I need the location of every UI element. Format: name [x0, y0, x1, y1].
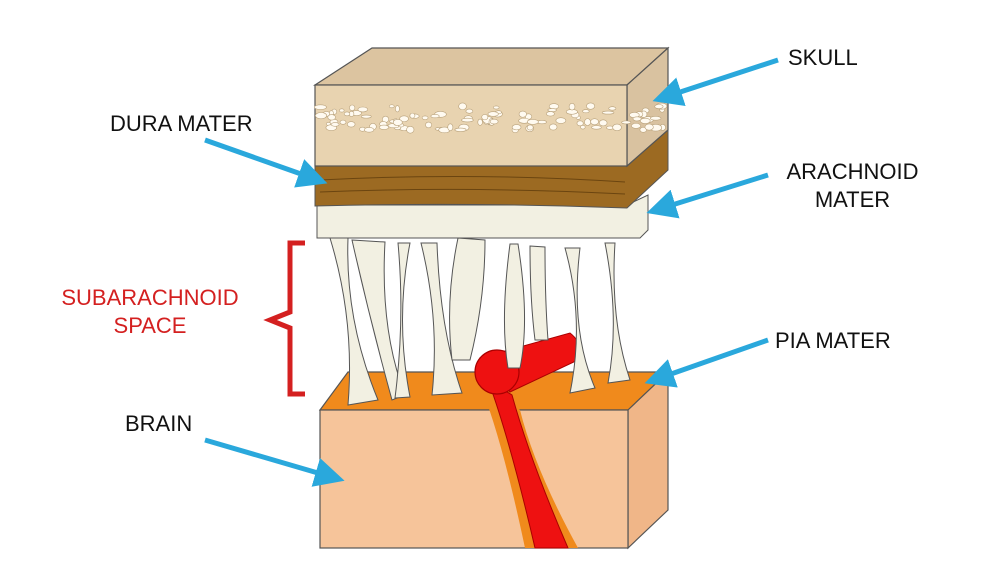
skull-pore — [598, 119, 608, 127]
skull-pore — [632, 116, 642, 122]
skull-pore — [547, 108, 557, 112]
skull-pore — [580, 124, 586, 130]
skull-pore — [518, 110, 527, 118]
skull-pore — [315, 112, 327, 120]
skull-pore — [454, 127, 467, 132]
skull-pore — [430, 114, 440, 119]
skull-pore — [409, 112, 416, 119]
skull-pore — [481, 114, 489, 121]
label-skull: SKULL — [788, 45, 858, 70]
skull-pore — [576, 120, 584, 127]
skull-pore — [343, 111, 351, 117]
label-subarachnoid-line1: SUBARACHNOID — [61, 285, 239, 310]
skull-pore — [555, 117, 567, 124]
dura-arrow — [204, 137, 328, 188]
skull-arrow — [652, 57, 779, 107]
arachnoid-arrow — [646, 172, 769, 219]
skull-pore — [601, 110, 615, 115]
skull-pore — [582, 109, 590, 114]
label-arachnoid-line2: MATER — [814, 187, 891, 212]
skull-pore — [546, 111, 555, 117]
skull-pore — [511, 124, 522, 131]
brain-arrow — [204, 437, 345, 487]
skull-pore — [392, 119, 403, 126]
skull-pore — [644, 123, 654, 131]
skull-pore — [493, 105, 500, 110]
skull-pore — [584, 118, 591, 126]
label-subarachnoid-line2: SPACE — [113, 313, 187, 338]
skull-pore — [586, 102, 596, 110]
skull-pore — [591, 125, 602, 130]
skull-pore — [526, 124, 534, 131]
skull-pore — [631, 123, 642, 129]
skull-pore — [568, 103, 576, 111]
skull-pore — [363, 127, 375, 133]
skull-pore — [549, 123, 558, 131]
skull-pore — [339, 119, 347, 125]
skull-pore — [649, 116, 662, 121]
skull-pore — [526, 119, 539, 125]
skull-pore — [388, 104, 395, 109]
label-arachnoid-line1: ARACHNOID — [786, 159, 919, 184]
dura-layer — [314, 128, 669, 209]
label-arachnoid-mater: ARACHNOID MATER — [775, 158, 930, 214]
skull-pore — [399, 115, 409, 123]
skull-pore — [621, 120, 632, 125]
trabeculae — [329, 237, 631, 406]
skull-block — [312, 46, 670, 168]
label-pia-mater: PIA MATER — [775, 328, 891, 353]
label-subarachnoid-space: SUBARACHNOID SPACE — [50, 284, 250, 340]
skull-pore — [327, 114, 336, 121]
skull-pore — [360, 114, 372, 119]
skull-pore — [639, 117, 651, 124]
skull-pore — [487, 111, 499, 117]
label-brain: BRAIN — [125, 411, 193, 436]
skull-pore — [406, 126, 415, 134]
pia-arrow — [644, 337, 769, 388]
pointer-arrows — [204, 57, 779, 487]
skull-pore — [612, 123, 622, 131]
skull-pore — [548, 103, 559, 110]
blood-vessel — [474, 332, 581, 549]
skull-pore — [421, 115, 429, 120]
skull-pore — [357, 106, 369, 113]
skull-pore — [654, 104, 664, 109]
skull-pore — [465, 108, 474, 114]
skull-pore — [379, 124, 390, 130]
skull-pore — [425, 121, 432, 129]
skull-pore — [608, 106, 617, 111]
skull-pore — [395, 105, 400, 113]
skull-pore — [447, 123, 454, 132]
skull-pore — [314, 104, 327, 110]
skull-pore — [349, 104, 356, 111]
skull-pore — [346, 121, 356, 128]
skull-pore — [461, 117, 474, 123]
skull-pore — [590, 118, 599, 126]
skull-pore — [330, 122, 340, 127]
skull-pore — [458, 102, 467, 111]
subarachnoid-bracket — [263, 240, 305, 397]
skull-pore — [339, 108, 345, 113]
skull-pore — [477, 118, 483, 126]
skull-pore — [489, 118, 499, 125]
label-dura-mater: DURA MATER — [110, 111, 253, 136]
